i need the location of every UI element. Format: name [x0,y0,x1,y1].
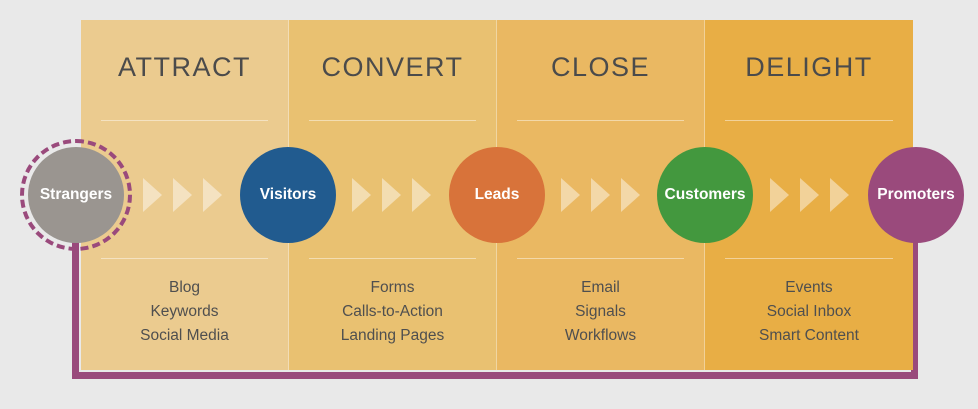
stage-title: CONVERT [321,52,464,82]
chevron-right-icon [382,178,401,212]
strangers-dashed-ring [20,139,132,251]
stage-title: DELIGHT [745,52,873,82]
chevron-right-icon [830,178,849,212]
node-label: Strangers [39,186,113,203]
stage-title: CLOSE [550,52,651,82]
tool-item: Calls-to-Action [342,303,443,320]
chevron-right-icon [412,178,431,212]
chevron-right-icon [800,178,819,212]
chevron-right-icon [203,178,222,212]
stage-tools: Blog Keywords Social Media [81,276,288,348]
tool-item: Landing Pages [340,327,445,344]
stage-attract: ATTRACT Blog Keywords Social Media [81,20,289,370]
stage-tools: Email Signals Workflows [497,276,704,348]
tool-item: Blog [168,279,201,296]
tool-item: Social Inbox [766,303,852,320]
divider [101,120,268,121]
tool-item: Social Media [140,327,229,344]
chevron-right-icon [591,178,610,212]
chevron-right-icon [770,178,789,212]
node-label: Promoters [877,186,955,203]
node-label: Visitors [259,186,317,203]
chevron-right-icon [352,178,371,212]
node-strangers: Strangers [28,147,124,243]
tool-item: Events [785,279,833,296]
node-label: Customers [664,186,746,203]
chevron-right-icon [143,178,162,212]
tool-item: Smart Content [759,327,859,344]
tool-item: Signals [575,303,626,320]
stage-tools: Forms Calls-to-Action Landing Pages [289,276,496,348]
node-visitors: Visitors [240,147,336,243]
divider [517,258,684,259]
chevron-right-icon [173,178,192,212]
feedback-loop-line [72,240,918,379]
divider [101,258,268,259]
node-label: Leads [474,186,520,203]
stage-title: ATTRACT [118,52,251,82]
chevron-right-icon [621,178,640,212]
divider [309,120,476,121]
tool-item: Workflows [564,327,637,344]
divider [725,120,893,121]
tool-item: Keywords [150,303,219,320]
stage-tools: Events Social Inbox Smart Content [705,276,913,348]
node-customers: Customers [657,147,753,243]
tool-item: Email [581,279,620,296]
divider [517,120,684,121]
divider [309,258,476,259]
node-promoters: Promoters [868,147,964,243]
node-leads: Leads [449,147,545,243]
tool-item: Forms [370,279,415,296]
chevron-right-icon [561,178,580,212]
divider [725,258,893,259]
